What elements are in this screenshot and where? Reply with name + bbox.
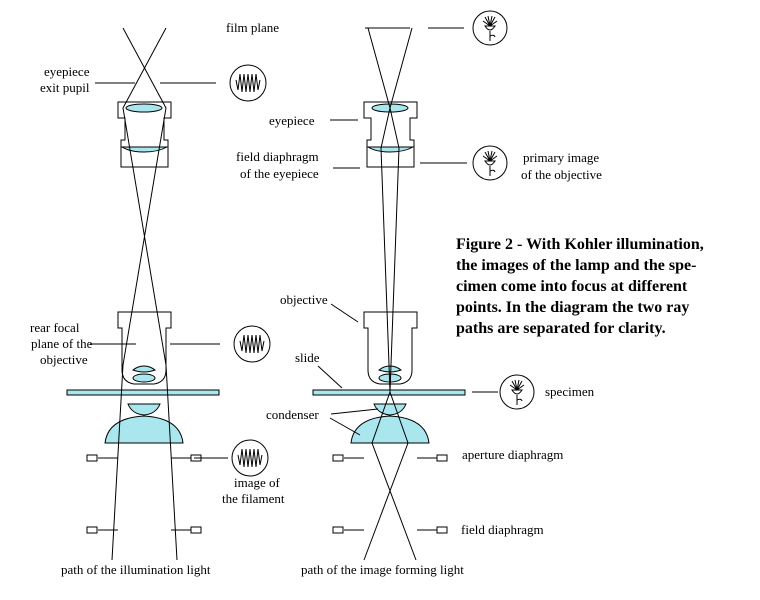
- label-aperture-diaphragm: aperture diaphragm: [462, 447, 563, 462]
- label-film-plane: film plane: [226, 20, 279, 35]
- image-forming-path: [194, 27, 498, 561]
- label-objective: objective: [280, 292, 328, 307]
- objective-lens-left: [132, 373, 156, 383]
- field-diaphragm-left: [86, 526, 202, 534]
- condenser-leader-2: [329, 417, 361, 436]
- filament-icon: [229, 64, 267, 102]
- aperture-diaphragm-left: [86, 454, 202, 462]
- eyepiece-tube-right: [363, 101, 418, 168]
- label-field-diaphragm-eyepiece-1: field diaphragm: [236, 149, 319, 164]
- label-rear-focal-1: rear focal: [30, 320, 80, 335]
- illumination-rays: [111, 27, 178, 561]
- label-image-of-filament-1: image of: [234, 475, 281, 490]
- condenser-top-lens-right: [373, 403, 407, 416]
- label-rear-focal-3: objective: [40, 352, 88, 367]
- label-primary-image-1: primary image: [523, 150, 599, 165]
- label-primary-image-2: of the objective: [521, 167, 602, 182]
- objective-leader: [330, 303, 359, 323]
- caption-line-1: Figure 2 - With Kohler illumination,: [456, 236, 704, 253]
- image-forming-rays: [363, 27, 417, 561]
- flower-specimen-icon: [472, 145, 508, 181]
- eyepiece-field-lens-left: [120, 146, 169, 153]
- condenser-leader-1: [330, 408, 379, 415]
- caption-line-3: cimen come into focus at different: [456, 278, 688, 295]
- eyepiece-field-lens-right: [366, 146, 415, 153]
- label-eyepiece-exit-pupil-2: exit pupil: [40, 80, 90, 95]
- label-eyepiece: eyepiece: [269, 113, 315, 128]
- label-eyepiece-exit-pupil-1: eyepiece: [44, 64, 90, 79]
- objective-front-lens-right: [377, 365, 403, 373]
- label-field-diaphragm-eyepiece-2: of the eyepiece: [240, 166, 319, 181]
- filament-icon: [231, 439, 269, 477]
- flower-specimen-icon: [472, 10, 508, 46]
- condenser-bottom-lens-right: [350, 415, 430, 444]
- condenser-bottom-lens-left: [104, 415, 184, 444]
- label-specimen: specimen: [545, 384, 595, 399]
- caption-line-4: points. In the diagram the two ray: [456, 299, 689, 316]
- label-slide: slide: [295, 350, 320, 365]
- field-diaphragm-right: [332, 526, 448, 534]
- filament-icon: [233, 325, 271, 363]
- condenser-top-lens-left: [127, 403, 161, 416]
- label-rear-focal-2: plane of the: [31, 336, 93, 351]
- objective-front-lens-left: [131, 365, 157, 373]
- aperture-diaphragm-right: [332, 454, 448, 462]
- slide-leader: [317, 365, 343, 389]
- label-image-of-filament-2: the filament: [222, 491, 285, 506]
- label-field-diaphragm: field diaphragm: [461, 522, 544, 537]
- objective-body-right: [363, 311, 418, 385]
- flower-specimen-icon: [499, 374, 535, 410]
- label-condenser: condenser: [266, 407, 319, 422]
- caption-line-5: paths are separated for clarity.: [456, 320, 666, 337]
- eyepiece-lens-top-left: [125, 103, 163, 113]
- illumination-path: [66, 27, 220, 561]
- caption-line-2: the images of the lamp and the spe-: [456, 257, 696, 274]
- label-path-image-forming: path of the image forming light: [301, 562, 464, 577]
- label-path-illumination: path of the illumination light: [61, 562, 211, 577]
- slide-left: [66, 389, 220, 396]
